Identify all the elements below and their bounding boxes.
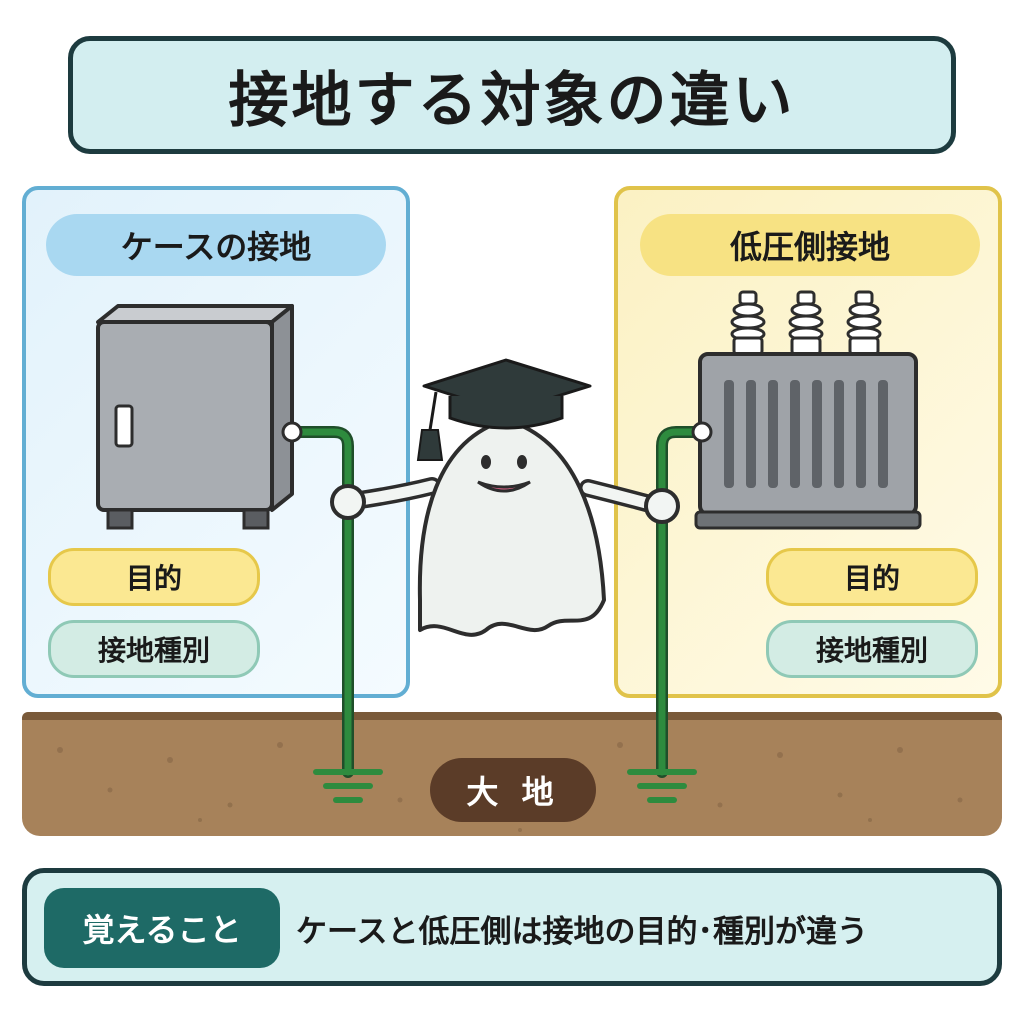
terminal-left — [281, 421, 303, 443]
terminal-right — [691, 421, 713, 443]
soil-speckles — [57, 742, 963, 832]
low-voltage-grounding-type-pill: 接地種別 — [766, 620, 978, 678]
insulator-bushings — [730, 290, 882, 356]
title-banner: 接地する対象の違い — [68, 36, 956, 154]
memo-text: ケースと低圧側は接地の目的･種別が違う — [296, 913, 868, 950]
case-purpose-pill: 目的 — [48, 548, 260, 606]
ghost-mascot-icon — [330, 358, 680, 637]
transformer-icon — [694, 290, 922, 530]
low-voltage-purpose-pill: 目的 — [766, 548, 978, 606]
ground-symbol-icon — [313, 769, 697, 803]
low-voltage-grounding-heading: 低圧側接地 — [640, 214, 980, 276]
earth-label: 大 地 — [430, 758, 596, 822]
case-grounding-type-pill: 接地種別 — [48, 620, 260, 678]
ground-wire-left — [286, 426, 354, 778]
page-title: 接地する対象の違い — [228, 65, 796, 136]
ground-wire-right — [656, 426, 708, 778]
cabinet-icon — [96, 304, 294, 530]
cooling-fins — [724, 380, 888, 488]
memo-badge: 覚えること — [44, 888, 280, 968]
case-grounding-heading: ケースの接地 — [46, 214, 386, 276]
